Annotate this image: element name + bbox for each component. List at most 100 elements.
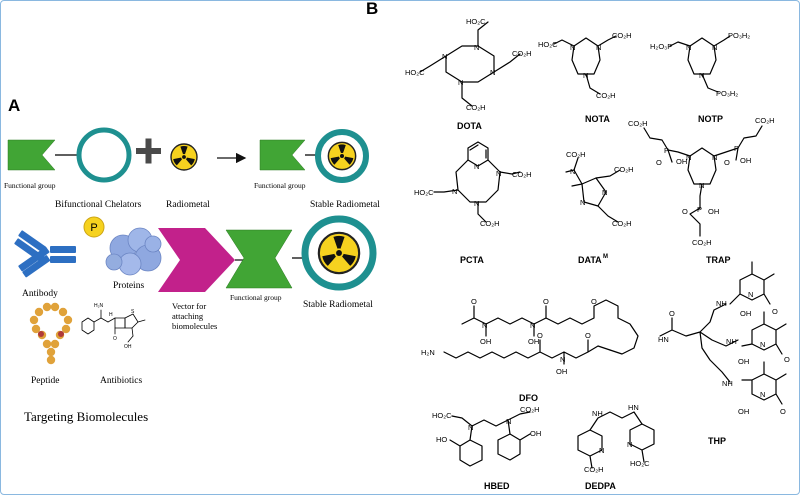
hbed-atom-ho2c: HO₂C bbox=[432, 411, 452, 420]
dfo-atom-oh-2: OH bbox=[528, 337, 539, 346]
thp-atom-o-4: O bbox=[780, 407, 786, 416]
data-atom-n3: N bbox=[580, 198, 585, 207]
dfo-structure: O OH N OH N O O H₂N O N OH O bbox=[421, 297, 639, 376]
nota-atom-co2h-2: CO₂H bbox=[596, 91, 616, 100]
radiation-icon bbox=[170, 143, 198, 171]
data-atom-n1: N bbox=[570, 167, 575, 176]
trap-atom-oh-2: OH bbox=[740, 156, 751, 165]
radiation-icon bbox=[327, 141, 357, 171]
data-atom-n2: N bbox=[602, 188, 607, 197]
thp-atom-hn-1: HN bbox=[658, 335, 669, 344]
panel-a-label: A bbox=[8, 96, 20, 115]
trap-atom-n1: N bbox=[686, 153, 691, 162]
pcta-label: PCTA bbox=[460, 255, 484, 265]
dfo-label: DFO bbox=[519, 393, 538, 403]
thp-structure: O HN NH NH NH N N N OH OH OH O O O bbox=[658, 261, 790, 416]
dedpa-atom-nh: NH bbox=[592, 409, 603, 418]
stable-radiometal-label: Stable Radiometal bbox=[303, 300, 373, 310]
hbed-label: HBED bbox=[484, 481, 510, 491]
dfo-atom-h2n: H₂N bbox=[421, 348, 435, 357]
dota-atom-co2h-2: CO₂H bbox=[466, 103, 486, 112]
functional-group-label: Functional group bbox=[4, 181, 56, 190]
trap-atom-p1: P bbox=[664, 146, 669, 155]
functional-group-shape bbox=[259, 139, 306, 171]
dota-label: DOTA bbox=[457, 121, 482, 131]
dfo-atom-o-4: O bbox=[537, 331, 543, 340]
dedpa-atom-n-1: N bbox=[599, 446, 604, 455]
notp-atom-n2: N bbox=[712, 43, 717, 52]
chelator-ring bbox=[76, 127, 132, 183]
notp-atom-po3h2-2: PO₃H₂ bbox=[716, 89, 738, 98]
dfo-atom-n-3: N bbox=[560, 355, 565, 364]
nota-structure: N N N HO₂C CO₂H CO₂H bbox=[538, 31, 632, 100]
pcta-atom-co2h-2: CO₂H bbox=[480, 219, 500, 228]
dedpa-label: DEDPA bbox=[585, 481, 616, 491]
dfo-atom-n-1: N bbox=[482, 321, 487, 330]
trap-atom-n3: N bbox=[699, 181, 704, 190]
antibiotic-atom-s: S bbox=[131, 309, 135, 315]
antibiotic-atom-oh: OH bbox=[124, 344, 132, 350]
pcta-atom-n3: N bbox=[474, 199, 479, 208]
dota-atom-n4: N bbox=[442, 52, 447, 61]
antibiotic-atom-h2n: H₂N bbox=[94, 303, 104, 309]
pcta-atom-n1: N bbox=[496, 169, 501, 178]
pcta-atom-ho2c: HO₂C bbox=[414, 188, 434, 197]
trap-atom-co2h-3: CO₂H bbox=[692, 238, 712, 247]
dfo-atom-o-1: O bbox=[471, 297, 477, 306]
data-atom-co2h-1: CO₂H bbox=[566, 150, 586, 159]
bifunctional-chelators-label: Bifunctional Chelators bbox=[55, 199, 142, 210]
thp-atom-n-1: N bbox=[748, 290, 753, 299]
nota-atom-n3: N bbox=[583, 71, 588, 80]
thp-atom-nh-1: NH bbox=[716, 299, 727, 308]
dedpa-atom-co2h-1: CO₂H bbox=[584, 465, 604, 474]
antibody-icon bbox=[14, 230, 76, 278]
trap-atom-o-2: O bbox=[724, 158, 730, 167]
thp-label: THP bbox=[708, 436, 726, 446]
pcta-atom-co2h-1: CO₂H bbox=[512, 170, 532, 179]
notp-atom-h2o3p: H₂O₃P bbox=[650, 42, 672, 51]
trap-atom-co2h-2: CO₂H bbox=[755, 116, 775, 125]
hbed-structure: HO₂C CO₂H N N HO OH bbox=[432, 405, 541, 467]
dedpa-atom-hn: HN bbox=[628, 403, 639, 412]
trap-atom-n2: N bbox=[712, 153, 717, 162]
panel-b-label: B bbox=[366, 0, 378, 18]
dota-atom-n2: N bbox=[490, 68, 495, 77]
hbed-atom-ho: HO bbox=[436, 435, 447, 444]
peptide-icon bbox=[29, 302, 73, 365]
thp-atom-nh-2: NH bbox=[726, 337, 737, 346]
dedpa-structure: NH HN N N CO₂H HO₂C bbox=[577, 403, 655, 474]
notp-atom-n3: N bbox=[699, 71, 704, 80]
functional-group-label: Functional group bbox=[254, 181, 306, 190]
vector-label-line2: attaching bbox=[172, 311, 204, 321]
notp-atom-n1: N bbox=[686, 43, 691, 52]
dota-atom-ho2c-1: HO₂C bbox=[466, 17, 486, 26]
dota-structure: N N N N HO₂C CO₂H CO₂H HO₂C bbox=[405, 17, 532, 112]
plus-icon bbox=[136, 138, 161, 164]
functional-group-shape bbox=[7, 139, 56, 171]
trap-atom-p3: P bbox=[697, 205, 702, 214]
dfo-atom-n-2: N bbox=[530, 321, 535, 330]
dfo-atom-oh-3: OH bbox=[556, 367, 567, 376]
dedpa-atom-n-2: N bbox=[627, 440, 632, 449]
pcta-atom-n2: N bbox=[452, 187, 457, 196]
nota-atom-n2: N bbox=[596, 43, 601, 52]
trap-atom-p2: P bbox=[734, 144, 739, 153]
radiation-icon bbox=[317, 231, 361, 275]
hbed-atom-n-2: N bbox=[506, 417, 511, 426]
nota-atom-ho2c: HO₂C bbox=[538, 40, 558, 49]
trap-atom-oh-1: OH bbox=[676, 157, 687, 166]
dfo-atom-o-5: O bbox=[585, 331, 591, 340]
dfo-atom-oh-1: OH bbox=[480, 337, 491, 346]
trap-atom-o-1: O bbox=[656, 158, 662, 167]
dota-atom-n1: N bbox=[474, 43, 479, 52]
trap-atom-o-3: O bbox=[682, 207, 688, 216]
p-badge-label: P bbox=[90, 222, 97, 234]
notp-structure: N N N H₂O₃P PO₃H₂ PO₃H₂ bbox=[650, 31, 750, 98]
functional-group-label: Functional group bbox=[230, 293, 282, 302]
hbed-atom-oh: OH bbox=[530, 429, 541, 438]
data-label-superscript: M bbox=[603, 254, 608, 260]
thp-atom-n-2: N bbox=[760, 340, 765, 349]
thp-atom-oh-1: OH bbox=[740, 309, 751, 318]
antibiotic-atom-h: H bbox=[109, 312, 113, 318]
